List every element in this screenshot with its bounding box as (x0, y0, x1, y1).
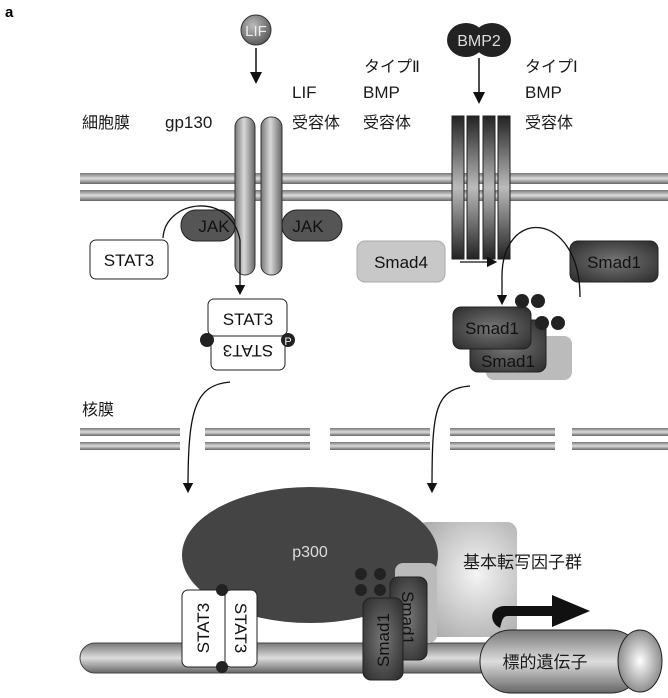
basal-tf-label: 基本転写因子群 (463, 553, 582, 573)
lif-label: LIF (245, 23, 267, 40)
bmp2-ligand: BMP2 (447, 23, 511, 57)
cell-membrane (80, 173, 668, 201)
cell-membrane-label: 細胞膜 (82, 113, 130, 132)
dna-strand (79, 642, 511, 674)
type2-receptor-label: 受容体 (363, 113, 411, 132)
type1-receptor-label: 受容体 (525, 113, 573, 132)
bmp2-label: BMP2 (457, 33, 501, 50)
bmp-receptor-complex (451, 115, 511, 260)
target-gene-label: 標的遺伝子 (503, 653, 588, 673)
basal-transcription-factors (417, 522, 517, 637)
stat3-label: STAT3 (104, 251, 154, 270)
smad1-back-label: Smad1 (481, 352, 535, 371)
type2-bmp-label: BMP (363, 83, 400, 102)
nuclear-membrane-label: 核膜 (82, 400, 114, 419)
target-gene: 標的遺伝子 (479, 629, 663, 694)
gp130-label: gp130 (165, 113, 212, 132)
type2-label: タイプⅡ (364, 57, 420, 76)
smad1-label: Smad1 (587, 253, 641, 272)
jak-right: JAK (281, 209, 343, 242)
smad1-activation-arrow (496, 227, 581, 306)
lif-receptor (260, 116, 283, 276)
stat3-dimer-lower-label: STAT3 (223, 341, 273, 360)
smad4-label: Smad4 (374, 253, 428, 272)
jak-right-label: JAK (292, 217, 324, 236)
stat3-monomer: STAT3 (89, 239, 169, 280)
jak-left: JAK (180, 209, 236, 242)
nuclear-membrane (80, 428, 668, 450)
panel-label: a (5, 4, 14, 21)
p300 (182, 487, 438, 623)
smad1-front-label: Smad1 (465, 319, 519, 338)
smad4: Smad4 (356, 240, 446, 283)
stat3-dimer-upper-label: STAT3 (223, 310, 273, 329)
stat3-activation-arrow (162, 205, 246, 296)
smad1: Smad1 (569, 240, 659, 283)
stat3-nuclear-arrow (182, 381, 231, 494)
type1-label: タイプⅠ (525, 57, 578, 76)
type1-bmp-label: BMP (525, 83, 562, 102)
lif-receptor-label-1: LIF (292, 83, 317, 102)
stat3-dna-label-1: STAT3 (194, 603, 213, 653)
jak-left-label: JAK (198, 217, 230, 236)
stat3-dna-label-2: STAT3 (231, 603, 250, 653)
p300-label: p300 (292, 544, 328, 561)
lif-ligand: LIF (240, 14, 272, 46)
lif-receptor-label-2: 受容体 (292, 113, 340, 132)
stat3-dimer: STAT3 STAT3 P (200, 298, 295, 371)
smad1-dna-front-label: Smad1 (374, 613, 393, 667)
transcription-arrow-icon (492, 595, 590, 628)
smad-complex-dna: Smad1 Smad1 (355, 563, 437, 681)
stat3-dimer-dna: STAT3 STAT3 (181, 584, 258, 673)
smad-complex: Smad1 Smad1 (452, 294, 572, 380)
smad-nuclear-arrow (426, 385, 471, 494)
gp130-receptor (234, 116, 256, 276)
phospho-label: P (284, 336, 291, 348)
